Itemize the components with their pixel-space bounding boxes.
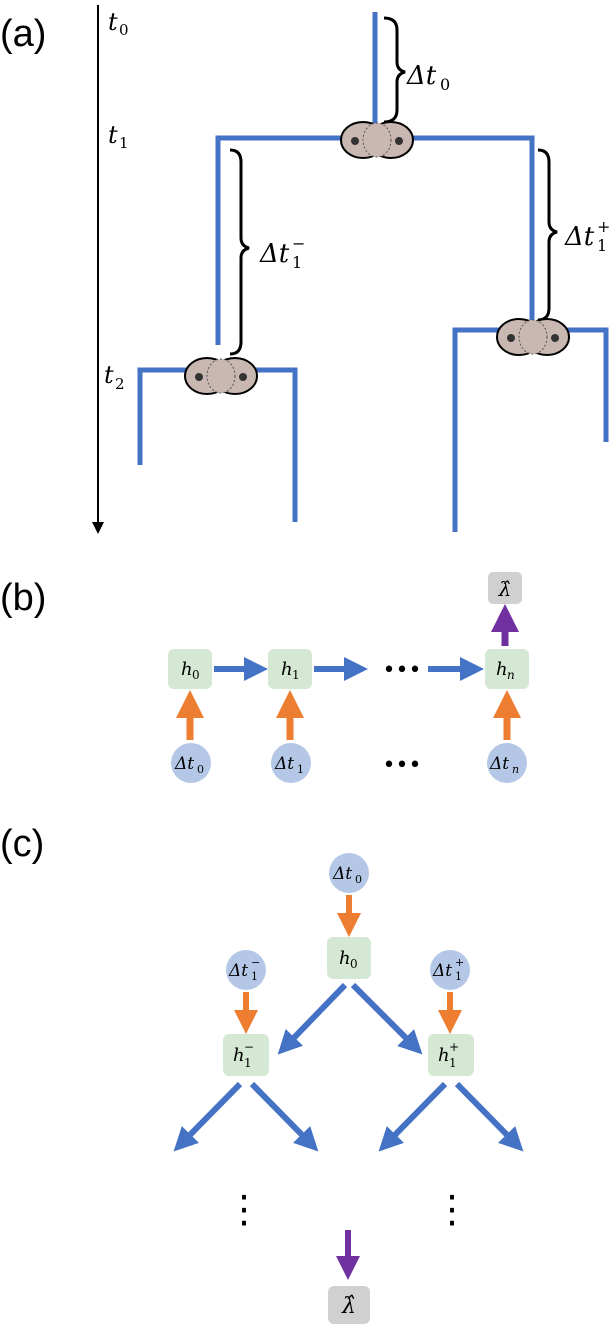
svg-text:1: 1 xyxy=(597,236,607,255)
svg-text:h: h xyxy=(181,659,193,680)
hidden-node-hn: h n xyxy=(485,649,529,689)
svg-text:−: − xyxy=(244,1040,254,1054)
branch-arrow-h1plus-left xyxy=(378,1081,448,1152)
output-node-b xyxy=(488,572,522,604)
output-node-c xyxy=(328,1286,370,1324)
branch-arrow-h0-left xyxy=(277,982,348,1055)
svg-text:Δt: Δt xyxy=(228,961,248,981)
svg-text:h: h xyxy=(438,1045,450,1066)
interval-brace-root xyxy=(383,16,406,124)
svg-text:t: t xyxy=(104,361,114,389)
hidden-node-c-h1-plus: h 1 + xyxy=(428,1034,474,1076)
dividing-cell-right xyxy=(496,318,570,356)
svg-text:0: 0 xyxy=(192,668,200,682)
input-node-c-dt1-minus: Δt 1 − xyxy=(226,950,266,990)
svg-text:1: 1 xyxy=(292,668,300,682)
svg-text:Δt: Δt xyxy=(406,61,437,91)
svg-text:1: 1 xyxy=(449,1056,457,1070)
lineage-tree xyxy=(137,12,609,532)
input-node-dt0: Δt 0 xyxy=(171,743,211,783)
panel-b: (b) λ̂ h 0 h 1 h n ••• xyxy=(0,572,529,783)
svg-text:1: 1 xyxy=(455,970,462,983)
svg-text:−: − xyxy=(251,956,260,969)
dividing-cell-root xyxy=(340,121,414,159)
branch-arrow-h0-right xyxy=(350,982,423,1055)
svg-text:0: 0 xyxy=(355,873,362,886)
svg-text:h: h xyxy=(233,1045,245,1066)
svg-text:0: 0 xyxy=(119,21,129,39)
time-label-t0: t 0 xyxy=(108,8,129,39)
output-label-b: λ̂ xyxy=(498,577,512,601)
svg-text:Δt: Δt xyxy=(274,754,294,774)
input-node-dtn: Δt n xyxy=(487,743,527,783)
panel-a-label: (a) xyxy=(0,13,46,55)
svg-text:0: 0 xyxy=(197,763,204,776)
svg-text:h: h xyxy=(339,948,351,969)
svg-text:−: − xyxy=(292,234,305,253)
svg-text:Δt: Δt xyxy=(332,864,352,884)
interval-brace-right xyxy=(537,148,558,322)
hidden-node-c-h1-minus: h 1 − xyxy=(223,1034,269,1076)
vdots-right: ⋮ xyxy=(433,1187,471,1231)
panel-c: (c) Δt 0 h 0 Δt 1 − Δt 1 + xyxy=(0,823,524,1324)
svg-text:2: 2 xyxy=(115,375,125,393)
hidden-node-h0: h 0 xyxy=(168,649,212,689)
ellipsis-hidden: ••• xyxy=(383,658,422,683)
svg-text:n: n xyxy=(512,763,519,776)
svg-text:+: + xyxy=(455,956,464,969)
svg-text:+: + xyxy=(597,217,610,236)
svg-text:0: 0 xyxy=(350,957,358,971)
branch-arrow-h1plus-right xyxy=(454,1081,524,1152)
svg-text:Δt: Δt xyxy=(174,754,194,774)
svg-text:Δt: Δt xyxy=(432,961,452,981)
dividing-cell-left xyxy=(184,357,258,395)
time-label-t1: t 1 xyxy=(108,121,129,152)
svg-text:n: n xyxy=(507,668,515,682)
vdots-left: ⋮ xyxy=(225,1187,263,1231)
panel-b-label: (b) xyxy=(0,577,46,619)
interval-label-left: Δt 1 − xyxy=(259,234,305,272)
hidden-node-c-h0: h 0 xyxy=(327,937,371,979)
time-label-t2: t 2 xyxy=(104,361,125,393)
svg-text:t: t xyxy=(108,121,118,149)
svg-text:t: t xyxy=(108,8,118,36)
interval-label-root: Δt 0 xyxy=(406,61,450,94)
svg-text:1: 1 xyxy=(244,1056,252,1070)
output-label-c: λ̂ xyxy=(341,1294,356,1319)
input-node-c-dt1-plus: Δt 1 + xyxy=(430,950,470,990)
interval-label-right: Δt 1 + xyxy=(564,217,610,255)
svg-text:Δt: Δt xyxy=(259,239,290,269)
branch-arrow-h1minus-right xyxy=(249,1081,319,1152)
ellipsis-inputs: ••• xyxy=(383,753,422,778)
svg-text:0: 0 xyxy=(440,75,450,94)
branch-arrow-h1minus-left xyxy=(173,1081,243,1152)
hidden-node-h1: h 1 xyxy=(268,649,312,689)
svg-text:1: 1 xyxy=(297,763,304,776)
right-daughter-branches xyxy=(452,327,609,532)
svg-text:+: + xyxy=(449,1040,459,1054)
svg-text:1: 1 xyxy=(292,253,302,272)
svg-text:Δt: Δt xyxy=(489,754,509,774)
svg-text:h: h xyxy=(281,659,293,680)
interval-brace-left xyxy=(229,148,250,356)
svg-text:Δt: Δt xyxy=(564,222,595,252)
svg-text:h: h xyxy=(496,659,508,680)
input-node-c-dt0: Δt 0 xyxy=(329,853,369,893)
svg-text:1: 1 xyxy=(119,134,129,152)
svg-text:1: 1 xyxy=(251,970,258,983)
panel-c-label: (c) xyxy=(0,823,44,865)
input-node-dt1: Δt 1 xyxy=(271,743,311,783)
panel-a: (a) t 0 t 1 t 2 xyxy=(0,5,610,534)
